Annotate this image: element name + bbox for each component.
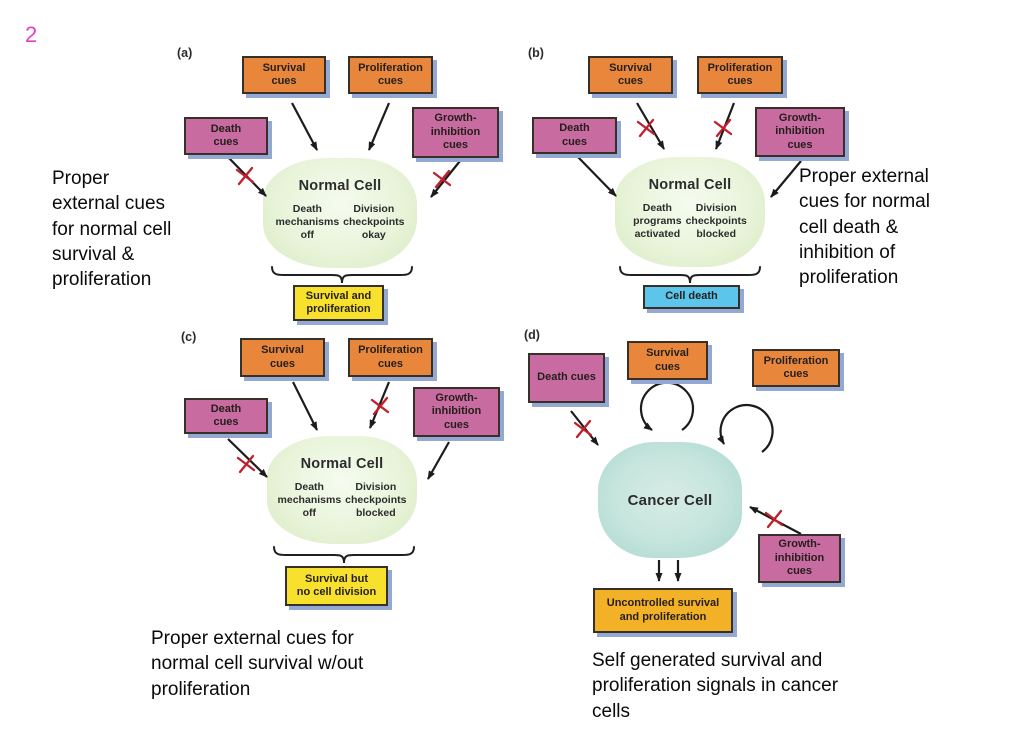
cell-state-left: Death mechanisms off xyxy=(275,203,340,242)
result-box-b: Cell death xyxy=(643,285,740,309)
cell-state-right: Division checkpoints okay xyxy=(343,203,405,242)
cue-box-death-d: Death cues xyxy=(528,353,605,403)
cell-state-left: Death programs activated xyxy=(633,202,682,241)
cue-label: Death cues xyxy=(559,122,590,148)
cue-box-death-c: Death cues xyxy=(184,398,268,434)
self-loop-proliferation-d xyxy=(716,403,774,453)
cue-box-survival-c: Survival cues xyxy=(240,338,325,377)
caption-a: Proper external cues for normal cell sur… xyxy=(52,168,172,291)
result-box-c: Survival but no cell division xyxy=(285,566,388,606)
arrow-survival-to-cell-a xyxy=(291,102,318,151)
cell-state-left: Death mechanisms off xyxy=(277,481,342,520)
result-label: Survival but no cell division xyxy=(296,572,377,598)
brace-c xyxy=(273,546,415,564)
arrow-death-to-cell-b xyxy=(576,155,617,197)
arrow-proliferation-to-cell-b xyxy=(714,102,736,150)
panel-a-label: (a) xyxy=(177,46,193,60)
slide-number: 2 xyxy=(25,22,38,47)
result-box-a: Survival and proliferation xyxy=(293,285,384,321)
result-label: Cell death xyxy=(665,290,718,303)
caption-c: Proper external cues for normal cell sur… xyxy=(151,628,364,700)
cue-label: Death cues xyxy=(210,402,242,428)
cue-label: Death cues xyxy=(537,371,596,384)
cue-label: Growth- inhibition cues xyxy=(430,112,481,152)
arrow-proliferation-to-cell-c xyxy=(368,381,391,429)
blocked-x-growth-d xyxy=(764,509,784,529)
cue-label: Death cues xyxy=(210,122,242,148)
cue-label: Growth- inhibition cues xyxy=(431,391,482,431)
brace-b xyxy=(619,266,761,284)
cue-label: Survival cues xyxy=(609,61,652,87)
arrow-death-to-cell-c xyxy=(227,438,268,478)
cue-label: Survival cues xyxy=(261,344,304,370)
blocked-x-proliferation-c xyxy=(370,396,390,416)
cue-label: Survival cues xyxy=(646,347,689,373)
cell-title: Cancer Cell xyxy=(627,491,713,509)
blocked-x-growth-a xyxy=(432,169,452,189)
cue-label: Proliferation cues xyxy=(763,354,829,380)
arrow-death-to-cell-a xyxy=(226,155,267,197)
cue-box-survival-b: Survival cues xyxy=(588,56,673,94)
cue-box-survival-a: Survival cues xyxy=(242,56,326,94)
cue-label: Proliferation cues xyxy=(707,61,773,87)
cell-state-right: Division checkpoints blocked xyxy=(685,202,747,241)
panel-b-label: (b) xyxy=(528,46,544,60)
cell-title: Normal Cell xyxy=(648,177,732,193)
normal-cell-b: Normal Cell Death programs activated Div… xyxy=(615,157,765,267)
cue-box-proliferation-c: Proliferation cues xyxy=(348,338,433,377)
cue-label: Survival cues xyxy=(262,61,306,87)
cue-box-proliferation-b: Proliferation cues xyxy=(697,56,783,94)
cue-box-survival-d: Survival cues xyxy=(627,341,708,380)
result-box-d: Uncontrolled survival and proliferation xyxy=(593,588,733,633)
arrow-survival-to-cell-b xyxy=(636,102,665,150)
self-loop-survival-d xyxy=(639,381,695,431)
arrow-growth-to-cell-b xyxy=(770,160,802,198)
cue-box-growth-inhibition-d: Growth- inhibition cues xyxy=(758,534,841,583)
arrow-survival-to-cell-c xyxy=(292,381,318,431)
result-label: Survival and proliferation xyxy=(305,289,372,315)
cue-label: Proliferation cues xyxy=(358,61,423,87)
caption-b: Proper external cues for normal cell dea… xyxy=(799,166,930,289)
cell-title: Normal Cell xyxy=(300,456,384,472)
blocked-x-death-c xyxy=(236,454,256,474)
cue-box-death-b: Death cues xyxy=(532,117,617,154)
arrow-growth-to-cell-d xyxy=(749,506,802,535)
cue-box-proliferation-a: Proliferation cues xyxy=(348,56,433,94)
cue-box-death-a: Death cues xyxy=(184,117,268,155)
cell-title: Normal Cell xyxy=(298,178,382,194)
blocked-x-survival-b xyxy=(636,118,656,138)
cue-label: Proliferation cues xyxy=(358,344,423,370)
blocked-x-proliferation-b xyxy=(713,118,733,138)
cue-box-growth-inhibition-c: Growth- inhibition cues xyxy=(413,387,500,437)
arrow-death-to-cell-d xyxy=(570,410,599,446)
normal-cell-c: Normal Cell Death mechanisms off Divisio… xyxy=(267,436,417,544)
brace-a xyxy=(271,266,413,284)
arrow-growth-to-cell-c xyxy=(427,441,450,480)
cue-box-growth-inhibition-b: Growth- inhibition cues xyxy=(755,107,845,157)
panel-d-label: (d) xyxy=(524,328,540,342)
blocked-x-death-a xyxy=(235,166,255,186)
arrow-growth-to-cell-a xyxy=(430,160,461,198)
caption-d: Self generated survival and proliferatio… xyxy=(592,650,839,722)
result-label: Uncontrolled survival and proliferation xyxy=(606,597,720,623)
cue-label: Growth- inhibition cues xyxy=(774,538,825,578)
blocked-x-death-d xyxy=(573,419,593,439)
cancer-cell-d: Cancer Cell xyxy=(598,442,742,558)
cue-box-growth-inhibition-a: Growth- inhibition cues xyxy=(412,107,499,158)
cue-box-proliferation-d: Proliferation cues xyxy=(752,349,840,387)
arrow-proliferation-to-cell-a xyxy=(367,102,391,151)
cell-state-right: Division checkpoints blocked xyxy=(345,481,407,520)
panel-c-label: (c) xyxy=(181,330,197,344)
cue-label: Growth- inhibition cues xyxy=(775,111,825,151)
normal-cell-a: Normal Cell Death mechanisms off Divisio… xyxy=(263,158,417,268)
